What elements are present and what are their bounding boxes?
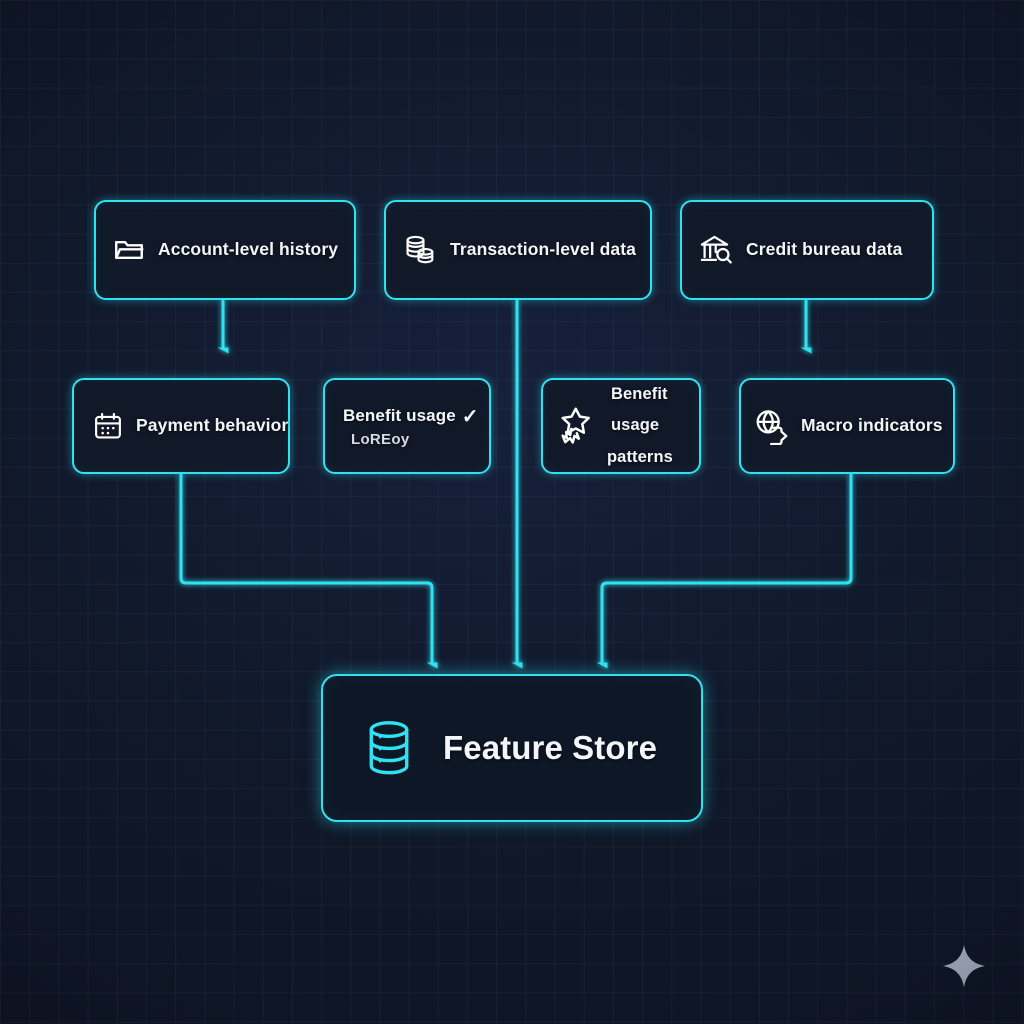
node-label-line2: patterns xyxy=(607,447,673,466)
node-macro-indicators[interactable]: Macro indicators xyxy=(739,378,955,474)
node-credit-bureau-data[interactable]: Credit bureau data xyxy=(680,200,934,300)
node-label: Payment behavior xyxy=(136,415,289,436)
node-label: Benefit usage patterns xyxy=(607,379,691,473)
calendar-icon xyxy=(95,412,121,439)
globe-tag-icon xyxy=(756,410,788,445)
node-benefit-usage-patterns[interactable]: Benefit usage patterns xyxy=(541,378,701,474)
node-label: Transaction-level data xyxy=(450,239,637,260)
sparkle-icon xyxy=(942,944,986,988)
node-payment-behavior[interactable]: Payment behavior xyxy=(72,378,290,474)
folder-icon xyxy=(115,241,144,259)
connector-payment-to-store xyxy=(179,474,432,664)
node-label: Benefit usage xyxy=(343,406,456,426)
connector-macro-to-store xyxy=(602,474,853,664)
node-sublabel: LoREoy xyxy=(351,431,410,448)
node-transaction-level-data[interactable]: Transaction-level data xyxy=(384,200,652,300)
node-feature-store[interactable]: Feature Store xyxy=(321,674,703,822)
coins-stack-icon xyxy=(406,235,434,264)
node-label: Account-level history xyxy=(158,239,339,260)
node-account-level-history[interactable]: Account-level history xyxy=(94,200,356,300)
bank-magnifier-icon xyxy=(700,235,732,264)
node-label: Macro indicators xyxy=(801,415,943,436)
node-label-line1: Benefit usage xyxy=(611,384,668,435)
node-benefit-usage[interactable]: Benefit usage ✓ LoREoy xyxy=(323,378,491,474)
star-sparkle-icon xyxy=(561,407,590,444)
node-label: Credit bureau data xyxy=(746,239,903,260)
node-label: Feature Store xyxy=(443,728,658,766)
check-icon: ✓ xyxy=(461,406,479,428)
database-icon xyxy=(369,721,409,775)
